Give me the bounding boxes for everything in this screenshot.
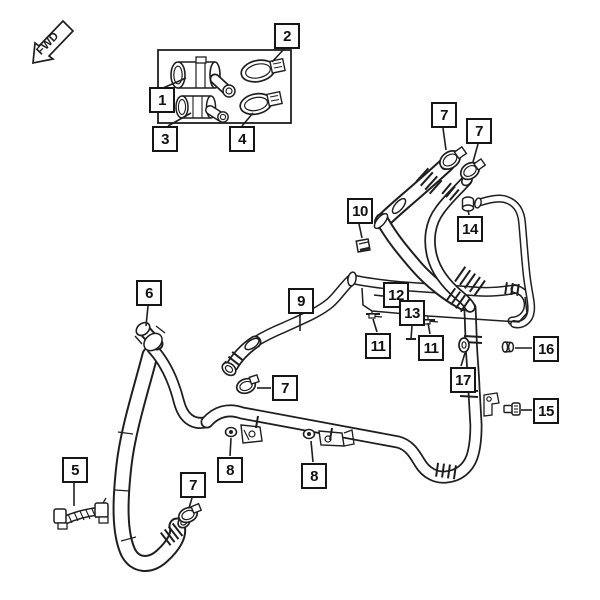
leader-lines	[73, 47, 532, 509]
quick-connect-fitting	[134, 321, 166, 352]
callout-box-7d[interactable]: 7	[180, 472, 206, 498]
clamp-4	[239, 90, 283, 116]
grommet-17	[458, 337, 470, 353]
callout-box-16[interactable]: 16	[533, 336, 559, 362]
bolt-15	[483, 392, 521, 417]
fitting-14	[461, 196, 475, 212]
fitting-1	[170, 56, 236, 98]
callout-box-5[interactable]: 5	[62, 457, 88, 483]
callout-box-1[interactable]: 1	[149, 87, 175, 113]
callout-box-7c[interactable]: 7	[272, 375, 298, 401]
bracket-5	[53, 497, 109, 530]
clamp-7d	[177, 502, 203, 524]
legend-inset	[157, 49, 292, 124]
callout-box-10[interactable]: 10	[347, 198, 373, 224]
callout-box-7b[interactable]: 7	[466, 118, 492, 144]
clamp-2	[240, 57, 286, 83]
clip-10	[355, 238, 371, 253]
fitting-3	[175, 95, 229, 123]
upper-branch-hose-right	[424, 174, 476, 313]
callout-box-7a[interactable]: 7	[431, 102, 457, 128]
callout-box-8b[interactable]: 8	[301, 463, 327, 489]
clamp-7b	[459, 157, 487, 181]
callout-box-2[interactable]: 2	[274, 23, 300, 49]
callout-box-15[interactable]: 15	[533, 398, 559, 424]
callout-box-4[interactable]: 4	[229, 126, 255, 152]
callout-box-9[interactable]: 9	[288, 288, 314, 314]
callout-box-12[interactable]: 12	[383, 282, 409, 308]
callout-box-3[interactable]: 3	[152, 126, 178, 152]
thin-bypass-hose	[474, 194, 536, 329]
clamp-7a	[439, 145, 468, 170]
callout-box-6[interactable]: 6	[136, 280, 162, 306]
callout-box-8a[interactable]: 8	[217, 457, 243, 483]
nut-16	[501, 341, 515, 353]
hose-left-s-curve	[146, 342, 213, 429]
callout-box-13[interactable]: 13	[399, 300, 425, 326]
callout-box-11a[interactable]: 11	[365, 333, 391, 359]
callout-box-14[interactable]: 14	[457, 216, 483, 242]
hose-left-long	[112, 346, 187, 572]
lower-tube-brackets	[224, 415, 355, 447]
callout-box-11b[interactable]: 11	[418, 335, 444, 361]
callout-box-17[interactable]: 17	[450, 367, 476, 393]
clamp-7c	[235, 374, 260, 395]
fwd-arrow: FWD	[32, 19, 75, 65]
